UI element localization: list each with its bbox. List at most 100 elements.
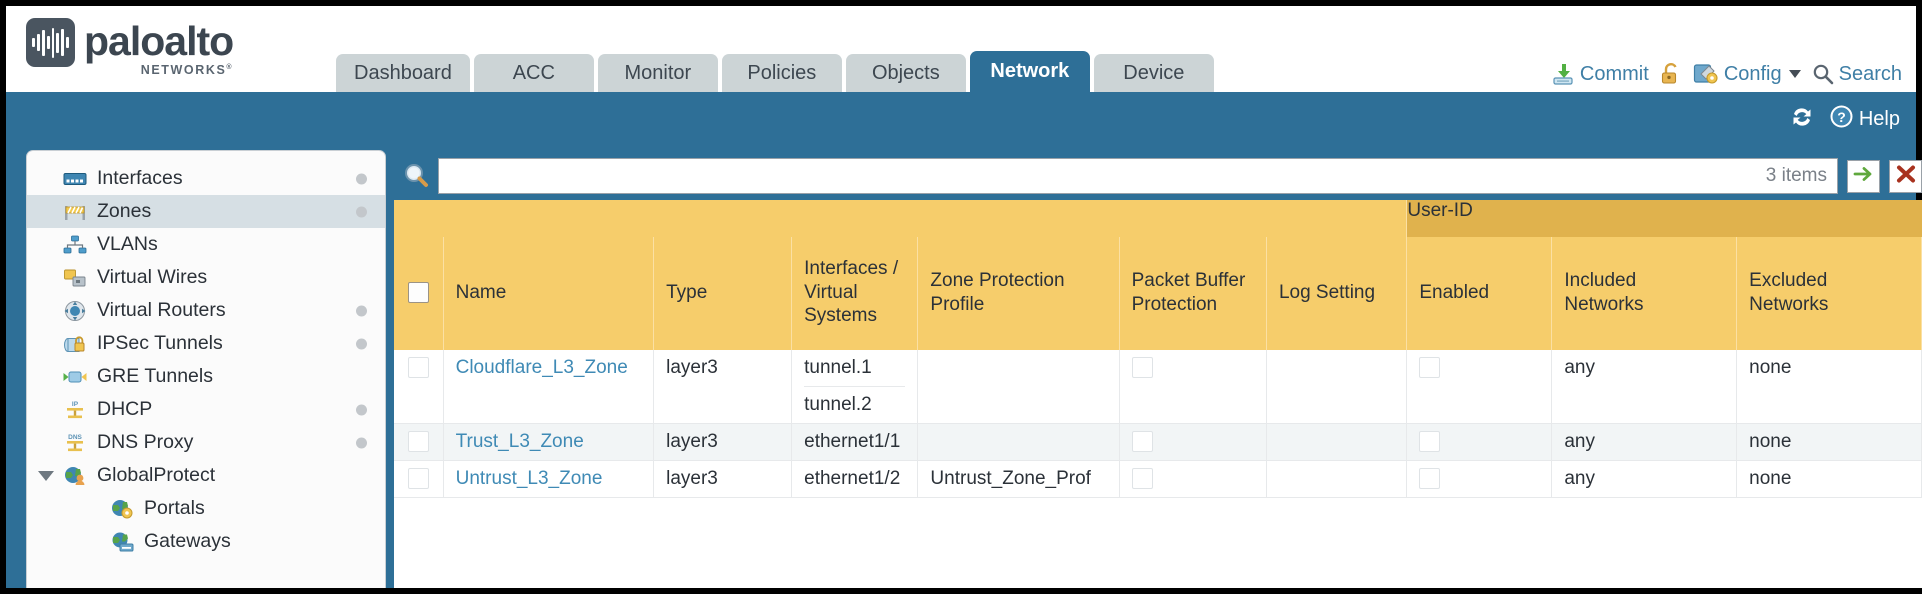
paloalto-waveform-logo-icon bbox=[26, 18, 75, 67]
config-menu-button[interactable]: Config bbox=[1693, 62, 1801, 86]
row-checkbox[interactable] bbox=[408, 468, 429, 490]
sidebar-item-dns-proxy[interactable]: DNS DNS Proxy bbox=[27, 426, 385, 459]
apply-filter-button[interactable] bbox=[1847, 159, 1880, 193]
status-dot bbox=[356, 305, 367, 316]
help-button[interactable]: ? Help bbox=[1829, 104, 1900, 135]
tab-monitor[interactable]: Monitor bbox=[597, 54, 718, 92]
zone-name-link[interactable]: Cloudflare_L3_Zone bbox=[455, 357, 628, 378]
search-button[interactable]: Search bbox=[1812, 63, 1902, 86]
sidebar-item-virtual-routers[interactable]: Virtual Routers bbox=[27, 294, 385, 327]
cell-userid-enabled[interactable] bbox=[1406, 460, 1553, 498]
sidebar-item-ipsec-tunnels[interactable]: IPSec Tunnels bbox=[27, 327, 385, 360]
select-all-checkbox[interactable] bbox=[408, 282, 429, 304]
lock-button[interactable] bbox=[1660, 62, 1682, 86]
help-question-icon: ? bbox=[1829, 104, 1854, 135]
toolbar-right-actions: ? Help bbox=[1789, 104, 1900, 135]
cell-packet-buffer-protection[interactable] bbox=[1119, 350, 1267, 424]
sub-toolbar: ? Help bbox=[6, 92, 1916, 150]
sidebar-item-interfaces[interactable]: Interfaces bbox=[27, 162, 385, 195]
cell-type: layer3 bbox=[653, 350, 793, 424]
cell-userid-enabled[interactable] bbox=[1406, 350, 1553, 424]
status-dot bbox=[356, 404, 367, 415]
zone-name-link[interactable]: Untrust_L3_Zone bbox=[455, 468, 603, 489]
svg-text:?: ? bbox=[1837, 109, 1846, 125]
globalprotect-icon bbox=[62, 465, 88, 487]
cell-log-setting bbox=[1266, 460, 1408, 498]
sidebar-item-zones[interactable]: Zones bbox=[27, 195, 385, 228]
table-row[interactable]: Trust_L3_Zone layer3 ethernet1/1 any bbox=[394, 423, 1922, 461]
clear-filter-button[interactable] bbox=[1889, 159, 1922, 193]
cell-included-networks: any bbox=[1551, 460, 1738, 498]
sidebar-item-dhcp[interactable]: IP DHCP bbox=[27, 393, 385, 426]
row-checkbox[interactable] bbox=[408, 357, 429, 379]
sidebar-item-globalprotect[interactable]: GlobalProtect bbox=[27, 459, 385, 492]
group-blank bbox=[394, 200, 1408, 237]
row-select-cell[interactable] bbox=[394, 350, 444, 424]
expand-triangle-icon[interactable] bbox=[38, 470, 54, 481]
table-row[interactable]: Untrust_L3_Zone layer3 ethernet1/2 Untru… bbox=[394, 460, 1922, 498]
packet-buffer-protection-checkbox[interactable] bbox=[1131, 431, 1153, 453]
tab-network[interactable]: Network bbox=[969, 51, 1090, 92]
userid-enabled-checkbox[interactable] bbox=[1419, 357, 1441, 379]
tab-device[interactable]: Device bbox=[1093, 54, 1214, 92]
sidebar-item-portals[interactable]: Portals bbox=[27, 492, 385, 525]
brand-tagline: NETWORKS® bbox=[140, 63, 234, 77]
sidebar-item-label: Virtual Routers bbox=[97, 299, 226, 321]
packet-buffer-protection-checkbox[interactable] bbox=[1131, 357, 1153, 379]
magnifier-icon[interactable] bbox=[402, 161, 432, 191]
col-header-enabled[interactable]: Enabled bbox=[1406, 237, 1553, 350]
zone-name-link[interactable]: Trust_L3_Zone bbox=[455, 431, 584, 452]
sidebar-item-label: Gateways bbox=[144, 530, 231, 552]
select-all-header[interactable] bbox=[394, 237, 444, 350]
cell-packet-buffer-protection[interactable] bbox=[1119, 460, 1267, 498]
filter-input-wrapper[interactable]: 3 items bbox=[438, 158, 1838, 194]
tab-policies[interactable]: Policies bbox=[721, 54, 842, 92]
cell-name[interactable]: Cloudflare_L3_Zone bbox=[443, 350, 655, 424]
cell-interfaces: tunnel.1 tunnel.2 bbox=[791, 350, 919, 424]
sidebar-item-virtual-wires[interactable]: Virtual Wires bbox=[27, 261, 385, 294]
search-input[interactable] bbox=[439, 160, 1758, 192]
table-row[interactable]: Cloudflare_L3_Zone layer3 tunnel.1 tunne… bbox=[394, 350, 1922, 424]
row-select-cell[interactable] bbox=[394, 423, 444, 461]
sidebar-item-label: Zones bbox=[97, 200, 152, 222]
col-header-type[interactable]: Type bbox=[653, 237, 793, 350]
userid-enabled-checkbox[interactable] bbox=[1419, 431, 1441, 453]
tab-dashboard[interactable]: Dashboard bbox=[336, 54, 470, 92]
cell-name[interactable]: Untrust_L3_Zone bbox=[443, 460, 655, 498]
cell-included-networks: any bbox=[1551, 350, 1738, 424]
tab-objects[interactable]: Objects bbox=[845, 54, 966, 92]
sidebar-item-vlans[interactable]: VLANs bbox=[27, 228, 385, 261]
sidebar-item-gre-tunnels[interactable]: GRE Tunnels bbox=[27, 360, 385, 393]
tab-acc[interactable]: ACC bbox=[473, 54, 594, 92]
svg-text:IP: IP bbox=[72, 401, 79, 408]
col-header-log-setting[interactable]: Log Setting bbox=[1266, 237, 1408, 350]
sidebar-item-label: Interfaces bbox=[97, 167, 183, 189]
zones-content-pane: 3 items bbox=[394, 150, 1922, 588]
packet-buffer-protection-checkbox[interactable] bbox=[1131, 468, 1153, 490]
sidebar-item-label: VLANs bbox=[97, 233, 158, 255]
items-count-label: 3 items bbox=[1765, 165, 1827, 186]
cell-packet-buffer-protection[interactable] bbox=[1119, 423, 1267, 461]
col-header-name[interactable]: Name bbox=[443, 237, 655, 350]
status-dot bbox=[356, 173, 367, 184]
status-dot bbox=[356, 206, 367, 217]
row-checkbox[interactable] bbox=[408, 431, 429, 453]
refresh-button[interactable] bbox=[1789, 105, 1815, 135]
sidebar-item-label: DNS Proxy bbox=[97, 431, 194, 453]
userid-enabled-checkbox[interactable] bbox=[1419, 468, 1441, 490]
sidebar-item-gateways[interactable]: Gateways bbox=[27, 525, 385, 558]
cell-name[interactable]: Trust_L3_Zone bbox=[443, 423, 655, 461]
cell-userid-enabled[interactable] bbox=[1406, 423, 1553, 461]
commit-button[interactable]: Commit bbox=[1551, 62, 1649, 86]
row-select-cell[interactable] bbox=[394, 460, 444, 498]
cell-type: layer3 bbox=[653, 460, 793, 498]
top-header-bar: paloalto NETWORKS® Dashboard ACC Monitor… bbox=[6, 6, 1916, 92]
virtual-routers-icon bbox=[62, 300, 88, 322]
